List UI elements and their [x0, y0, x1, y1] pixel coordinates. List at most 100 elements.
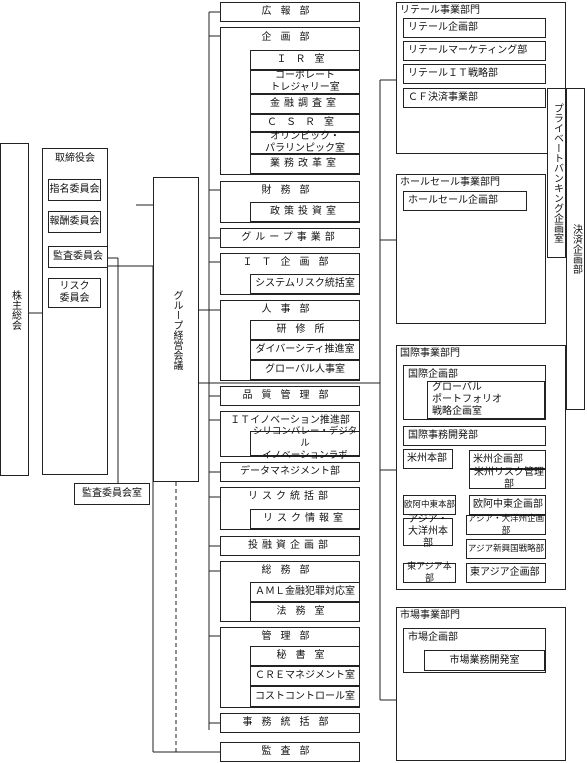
apac-planning: アジア・大洋州企画部 — [466, 514, 546, 536]
dept-data-mgmt: データマネジメント部 — [220, 462, 360, 482]
sub-csr: ＣＳＲ室 — [250, 114, 360, 132]
dept-label: データマネジメント部 — [240, 466, 340, 477]
shareholders-box: 株主総会 — [0, 143, 29, 476]
committee-nominating: 指名委員会 — [48, 179, 101, 201]
hq-label: 米州本部 — [407, 453, 447, 464]
settlement-planning-box: 決済企画部 — [566, 88, 585, 410]
group-mgmt-council-box: グループ経営会議 — [153, 177, 199, 482]
markets-dev-office: 市場業務開発室 — [424, 650, 545, 671]
unit-label: ホールセール企画部 — [408, 195, 498, 206]
sub-label: リスク情報室 — [263, 513, 347, 524]
dept-label: 広報部 — [261, 6, 319, 17]
sub-silicon-valley: シリコンバレー・デジタル イノベーションラボ — [250, 426, 360, 461]
americas-hq: 米州本部 — [403, 449, 453, 469]
hq-label: 東アジア本部 — [407, 562, 452, 584]
sub-label: 法務室 — [276, 606, 334, 617]
east-asia-planning: 東アジア企画部 — [466, 563, 546, 583]
sub-label: 業務改革室 — [270, 158, 340, 169]
unit-label: リテールＩＴ戦略部 — [408, 68, 498, 79]
dept-group-business: グループ事業部 — [220, 228, 360, 248]
intl-portfolio-office: グローバル ポートフォリオ 戦略企画室 — [427, 381, 545, 419]
dept-label: 監査部 — [261, 746, 319, 757]
dept-label: 品質管理部 — [242, 390, 338, 401]
unit-label: リテールマーケティング部 — [408, 45, 528, 56]
sub-label: 欧阿中東企画部 — [473, 499, 543, 510]
sub-label: 東アジア企画部 — [470, 567, 540, 578]
sub-label: ＩＲ室 — [276, 54, 334, 65]
sub-label: 研修所 — [276, 324, 334, 335]
sub-risk-info: リスク情報室 — [250, 509, 360, 529]
dept-label: リスク統括部 — [248, 491, 332, 502]
sub-ir: ＩＲ室 — [250, 50, 360, 70]
sub-treasury: コーポレート トレジャリー室 — [250, 70, 360, 94]
unit-wholesale-planning: ホールセール企画部 — [403, 191, 527, 211]
audit-office-label: 監査委員会室 — [82, 488, 142, 499]
group-mgmt-council-label: グループ経営会議 — [171, 289, 182, 370]
americas-planning: 米州企画部 — [469, 450, 546, 469]
dept-audit: 監査部 — [220, 742, 360, 762]
markets-planning-label: 市場企画部 — [408, 632, 458, 643]
dept-label: ＩＴ企画部 — [242, 257, 338, 268]
division-title: 市場事業部門 — [400, 610, 460, 621]
emea-hq: 欧阿中東本部 — [403, 495, 456, 515]
sub-label: 米州企画部 — [473, 453, 523, 465]
intl-planning-label: 国際企画部 — [408, 369, 458, 380]
unit-retail-planning: リテール企画部 — [403, 18, 546, 38]
sub-diversity: ダイバーシティ推進室 — [250, 340, 360, 360]
sub-global-hr: グローバル人事室 — [250, 360, 360, 380]
dept-label: グループ事業部 — [241, 232, 339, 243]
unit-retail-marketing: リテールマーケティング部 — [403, 41, 546, 61]
sub-label: 秘書室 — [276, 650, 334, 661]
dept-pr: 広報部 — [220, 2, 360, 22]
dept-investment: 投融資企画部 — [220, 536, 360, 556]
division-title: 国際事業部門 — [400, 348, 460, 359]
committee-risk: リスク 委員会 — [48, 278, 101, 308]
sub-cost-control: コストコントロール室 — [250, 686, 360, 707]
unit-retail-it: リテールＩＴ戦略部 — [403, 64, 546, 84]
sub-label: グローバル人事室 — [265, 364, 345, 375]
sub-label: ダイバーシティ推進室 — [255, 344, 355, 355]
dept-label: 事務統括部 — [242, 717, 338, 728]
committee-label: 指名委員会 — [49, 184, 100, 195]
apac-emerging: アジア新興国戦略部 — [466, 539, 546, 559]
sub-label: 政策投資室 — [270, 206, 340, 217]
dept-label: 財務部 — [261, 185, 319, 196]
division-title: ホールセール事業部門 — [400, 177, 500, 188]
unit-label: ＣＦ決済事業部 — [408, 92, 478, 103]
committee-label: 監査委員会 — [53, 251, 103, 262]
sub-system-risk: システムリスク統括室 — [250, 274, 360, 294]
sub-training: 研修所 — [250, 320, 360, 340]
hq-label: 欧阿中東本部 — [404, 500, 456, 510]
east-asia-hq: 東アジア本部 — [403, 562, 456, 584]
private-banking-label: プライベートバンキング企画室 — [551, 103, 563, 243]
sub-aml: ＡＭＬ金融犯罪対応室 — [250, 582, 360, 602]
sub-policy-invest: 政策投資室 — [250, 202, 360, 222]
dept-label: 管理部 — [261, 631, 319, 642]
sub-label: コストコントロール室 — [255, 690, 355, 702]
sub-label: ＣＳＲ室 — [267, 117, 343, 128]
sub-secretary: 秘書室 — [250, 646, 360, 666]
sub-label: 金融調査室 — [270, 98, 340, 109]
sub-olympic: オリンピック・ パラリンピック室 — [250, 131, 360, 154]
dept-label: 投融資企画部 — [248, 540, 332, 551]
committee-audit: 監査委員会 — [48, 246, 108, 268]
shareholders-label: 株主総会 — [9, 289, 21, 330]
unit-cf-settlement: ＣＦ決済事業部 — [403, 88, 546, 108]
americas-risk: 米州リスク管理部 — [469, 467, 546, 490]
dept-label: 人事部 — [261, 304, 319, 315]
audit-committee-office: 監査委員会室 — [74, 483, 150, 505]
dept-label: 企画部 — [261, 32, 319, 43]
sub-label: 市場業務開発室 — [449, 654, 520, 666]
unit-label: リテール企画部 — [408, 22, 478, 33]
sub-label: ＣＲＥマネジメント室 — [255, 670, 355, 681]
emea-planning: 欧阿中東企画部 — [469, 495, 546, 515]
board-box: 取締役会 — [42, 148, 108, 475]
sub-reform: 業務改革室 — [250, 154, 360, 174]
sub-label: アジア新興国戦略部 — [467, 544, 545, 554]
committee-label: リスク 委員会 — [59, 281, 90, 304]
sub-cre: ＣＲＥマネジメント室 — [250, 666, 360, 686]
settlement-planning-label: 決済企画部 — [570, 224, 582, 274]
sub-label: システムリスク統括室 — [255, 278, 355, 289]
division-title: リテール事業部門 — [400, 5, 480, 16]
